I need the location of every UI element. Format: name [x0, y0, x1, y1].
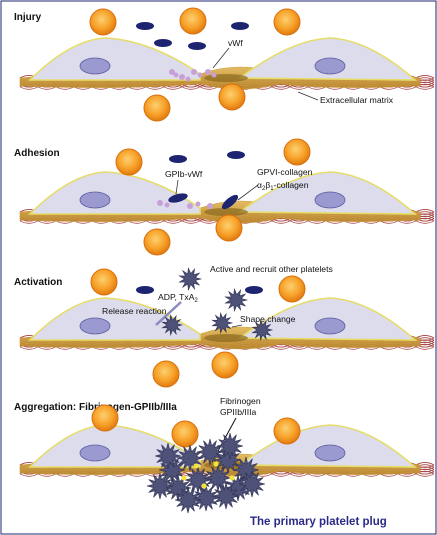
activated-platelet-icon: [154, 442, 182, 470]
red-blood-cell-icon: [278, 275, 306, 303]
adhered-platelet-icon: [168, 193, 188, 203]
red-blood-cell-icon: [152, 360, 180, 388]
red-blood-cell-icon: [215, 214, 243, 242]
red-blood-cell-icon: [211, 351, 239, 379]
nucleus: [79, 57, 111, 75]
fibrinogen-bridge: [213, 461, 219, 467]
tissue-layers: [19, 37, 435, 477]
nucleus: [79, 317, 111, 335]
release-arrow: [155, 301, 182, 326]
resting-platelet-icon: [136, 22, 154, 30]
panel-adhesion: Adhesion GPIb-vWf GPVI-collagen α2β1-col…: [14, 138, 313, 256]
nucleus: [314, 57, 346, 75]
nucleus: [314, 191, 346, 209]
panel-injury: Injury vWf Extracellular matrix: [14, 7, 394, 122]
activated-platelet-icon: [211, 311, 234, 335]
red-blood-cell-icon: [91, 404, 119, 432]
ecm-pointer: [297, 91, 319, 101]
endothelial-cell: [28, 297, 201, 341]
injury-gap: [204, 208, 248, 216]
red-blood-cell-icon: [179, 7, 207, 35]
tissue: [19, 297, 435, 350]
panel-title: Injury: [14, 12, 42, 23]
activated-platelet-icon: [146, 472, 174, 500]
resting-platelet-icon: [169, 155, 187, 163]
vwf-molecules: [157, 200, 213, 209]
red-blood-cell-icon: [171, 420, 199, 448]
gpiib-iiia-label: GPIIb/IIIa: [220, 407, 257, 417]
vwf-pointer: [212, 47, 230, 69]
injury-gap: [204, 74, 248, 82]
shape-pointer: [231, 324, 243, 328]
panel-aggregation: Aggregation: Fibrinogen-GPIIb/IIIa Fibri…: [14, 396, 387, 528]
red-blood-cell-icon: [218, 83, 246, 111]
red-blood-cell-icon: [143, 94, 171, 122]
extracellular-matrix-label: Extracellular matrix: [320, 95, 394, 105]
panel-title: Aggregation: Fibrinogen-GPIIb/IIIa: [14, 402, 177, 413]
activated-platelet-icon: [238, 470, 266, 498]
activated-platelet-icon: [251, 318, 274, 342]
activated-platelet-icon: [161, 313, 184, 337]
red-blood-cell-icon: [115, 148, 143, 176]
injury-gap: [204, 334, 248, 342]
fibrinogen-bridge: [193, 463, 199, 469]
gpib-vwf-label: GPIb-vWf: [165, 169, 203, 179]
nucleus: [79, 191, 111, 209]
adp-txa2-label: ADP, TxA2: [158, 292, 198, 304]
fibrinogen-bridge: [181, 475, 187, 481]
fibrinogen-label: Fibrinogen: [220, 396, 261, 406]
activated-platelet-icon: [216, 432, 244, 460]
primary-platelet-plug-label: The primary platelet plug: [250, 516, 387, 528]
panel-activation: Activation Active and recruit other plat…: [14, 264, 333, 388]
red-blood-cell-icon: [89, 8, 117, 36]
resting-platelet-icon: [154, 39, 172, 47]
activated-platelet-icon: [178, 266, 203, 292]
gpvi-collagen-label: GPVI-collagen: [257, 167, 313, 177]
fibrinogen-bridge: [229, 475, 235, 481]
gpib-pointer: [175, 179, 179, 195]
adhered-platelet-icon: [221, 194, 239, 210]
nucleus: [314, 317, 346, 335]
panel-title: Activation: [14, 277, 62, 288]
recruit-label: Active and recruit other platelets: [210, 264, 333, 274]
activated-platelet-icon: [212, 482, 240, 510]
red-blood-cell-icon: [273, 417, 301, 445]
red-blood-cell-icon: [273, 8, 301, 36]
resting-platelet-icon: [231, 22, 249, 30]
a2b1-collagen-label: α2β1-collagen: [257, 180, 309, 192]
resting-platelet-icon: [136, 286, 154, 294]
activated-platelet-icon: [174, 486, 202, 514]
nucleus: [314, 444, 346, 462]
resting-platelet-icon: [188, 42, 206, 50]
red-blood-cell-icon: [143, 228, 171, 256]
resting-platelet-icon: [245, 286, 263, 294]
gpvi-pointer: [237, 184, 259, 201]
activated-platelet-icon: [224, 287, 249, 313]
activated-platelet-icon: [176, 444, 204, 472]
vwf-label: vWf: [228, 38, 243, 48]
endothelial-cell: [28, 37, 201, 81]
red-blood-cell-icon: [90, 268, 118, 296]
panel-title: Adhesion: [14, 148, 60, 159]
vwf-molecules: [169, 69, 217, 82]
resting-platelet-icon: [227, 151, 245, 159]
activated-platelets: [161, 266, 274, 342]
release-reaction-label: Release reaction: [102, 306, 167, 316]
nucleus: [79, 444, 111, 462]
platelet-aggregate: [146, 432, 266, 514]
red-blood-cell-icon: [283, 138, 311, 166]
fibrinogen-bridge: [201, 483, 207, 489]
shape-change-label: Shape change: [240, 314, 296, 324]
